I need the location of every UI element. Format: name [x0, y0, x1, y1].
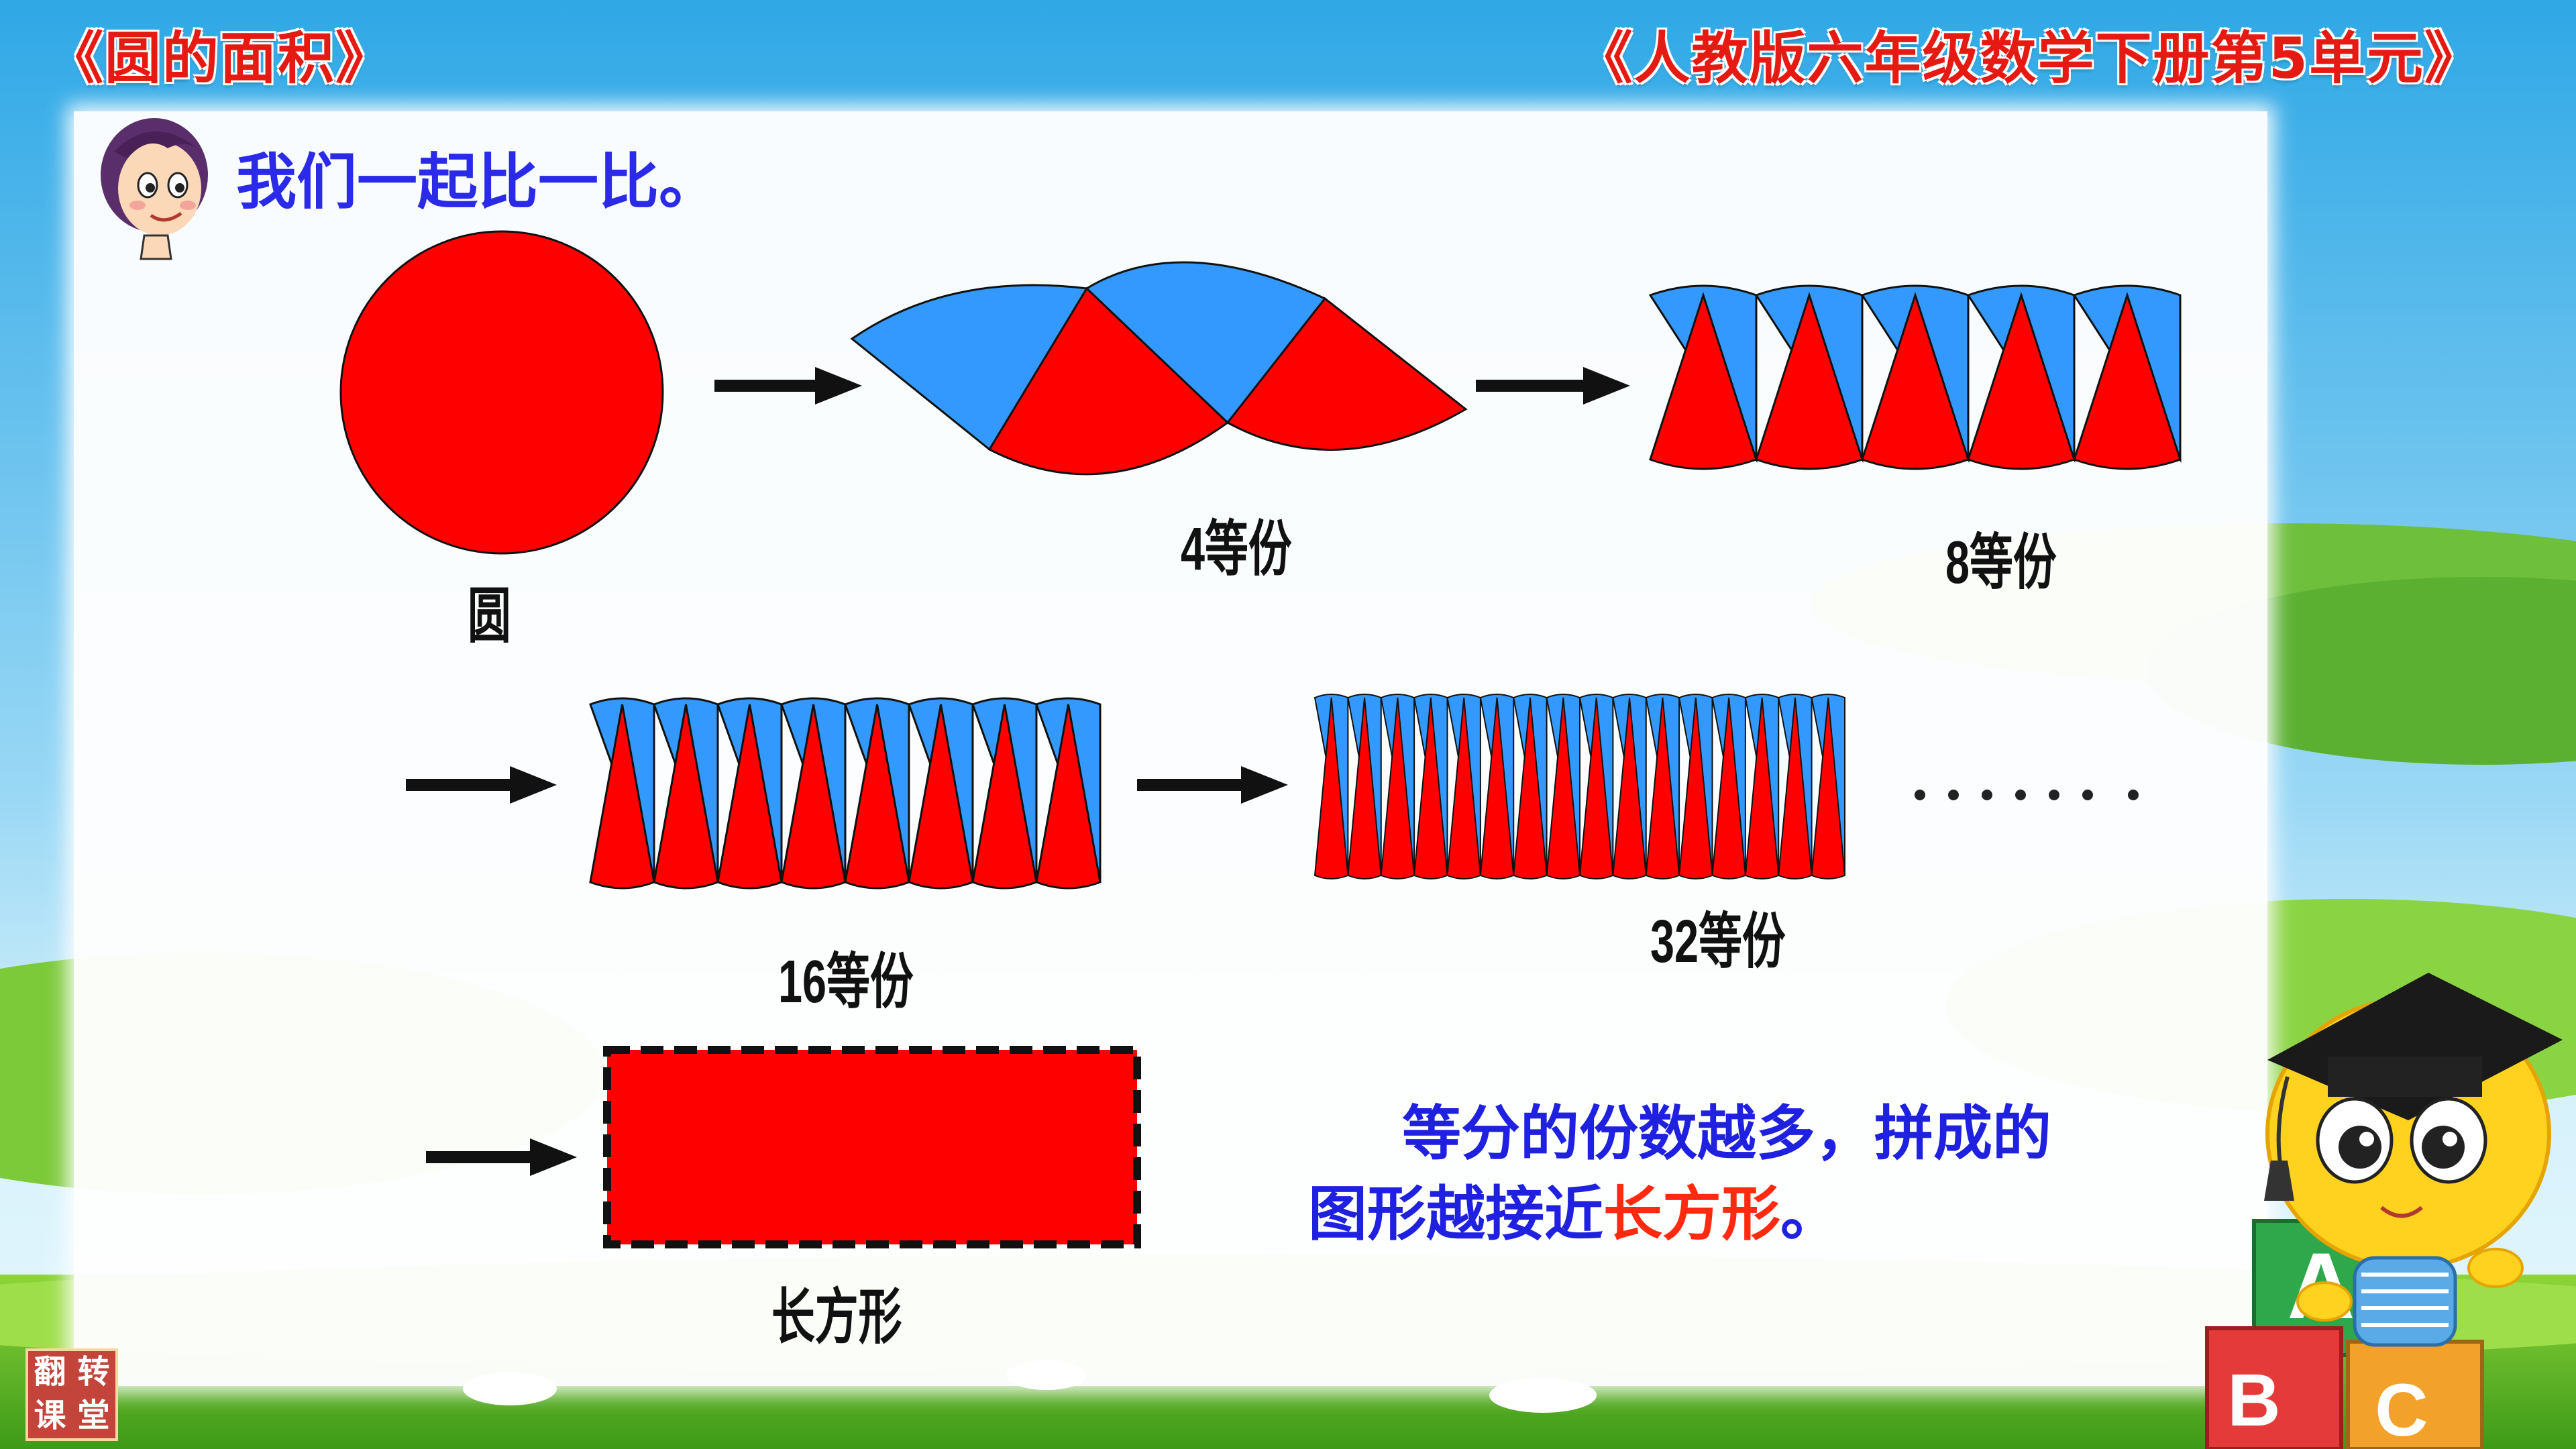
label-32-parts: 32等份 — [1650, 908, 1786, 975]
red-sector — [1861, 292, 1970, 470]
label-rectangle: 长方形 — [771, 1284, 902, 1351]
badge-char-1: 翻 — [34, 1353, 66, 1391]
arrow-right-icon — [426, 1138, 577, 1176]
red-sector — [1967, 292, 2076, 470]
whole-circle — [339, 230, 664, 555]
label-circle: 圆 — [468, 583, 511, 650]
arrow-head — [815, 367, 862, 405]
badge-char-2: 转 — [77, 1353, 110, 1391]
red-sector — [844, 704, 910, 890]
flipped-classroom-badge: 翻 转 课 堂 — [25, 1348, 118, 1441]
ellipsis-dots — [1915, 790, 2139, 800]
highlight-rectangle-word: 长方形 — [1603, 1179, 1781, 1248]
textbook-title: 《人教版六年级数学下册第5单元》 — [1576, 25, 2482, 91]
red-sector — [653, 704, 719, 890]
label-16-parts: 16等份 — [778, 949, 914, 1016]
red-sector — [908, 704, 974, 890]
girl-head-icon — [101, 118, 208, 260]
arrow-head — [1241, 766, 1288, 804]
red-sector — [716, 704, 783, 890]
red-sector — [589, 704, 655, 890]
arrow-right-icon — [714, 367, 862, 405]
arrow-right-icon — [1476, 367, 1630, 405]
four-part-shape — [850, 261, 1468, 476]
badge-char-4: 堂 — [77, 1397, 110, 1434]
label-8-parts: 8等份 — [1945, 529, 2057, 596]
thirty-two-part-shape — [1313, 694, 1846, 879]
arrow-right-icon — [1137, 766, 1288, 804]
arrow-head — [530, 1138, 577, 1176]
badge-char-3: 课 — [34, 1397, 66, 1434]
prompt-text: 我们一起比一比。 — [236, 147, 719, 217]
block-letter-c: C — [2375, 1369, 2428, 1449]
red-sector — [1035, 704, 1102, 890]
graduate-mascot-icon: A B C — [2205, 973, 2563, 1449]
final-rectangle — [603, 1046, 1141, 1248]
red-sector — [2073, 292, 2182, 470]
red-sector — [1811, 697, 1846, 879]
lesson-title: 《圆的面积》 — [47, 25, 394, 91]
label-4-parts: 4等份 — [1181, 516, 1292, 583]
conclusion-line-1: 等分的份数越多，拼成的 — [1402, 1099, 2052, 1168]
arrow-right-icon — [406, 766, 557, 804]
sixteen-part-shape — [589, 697, 1102, 890]
arrow-head — [1583, 367, 1630, 405]
arrow-head — [510, 766, 557, 804]
red-sector — [971, 704, 1038, 890]
conclusion-line-2: 图形越接近长方形。 — [1308, 1179, 1840, 1248]
red-sector — [780, 704, 847, 890]
eight-part-shape — [1648, 284, 2182, 470]
red-sector — [1755, 292, 1864, 470]
red-sector — [1649, 292, 1758, 470]
conclusion-text: 等分的份数越多，拼成的 图形越接近长方形。 — [1308, 1093, 2147, 1254]
block-letter-b: B — [2227, 1359, 2280, 1442]
